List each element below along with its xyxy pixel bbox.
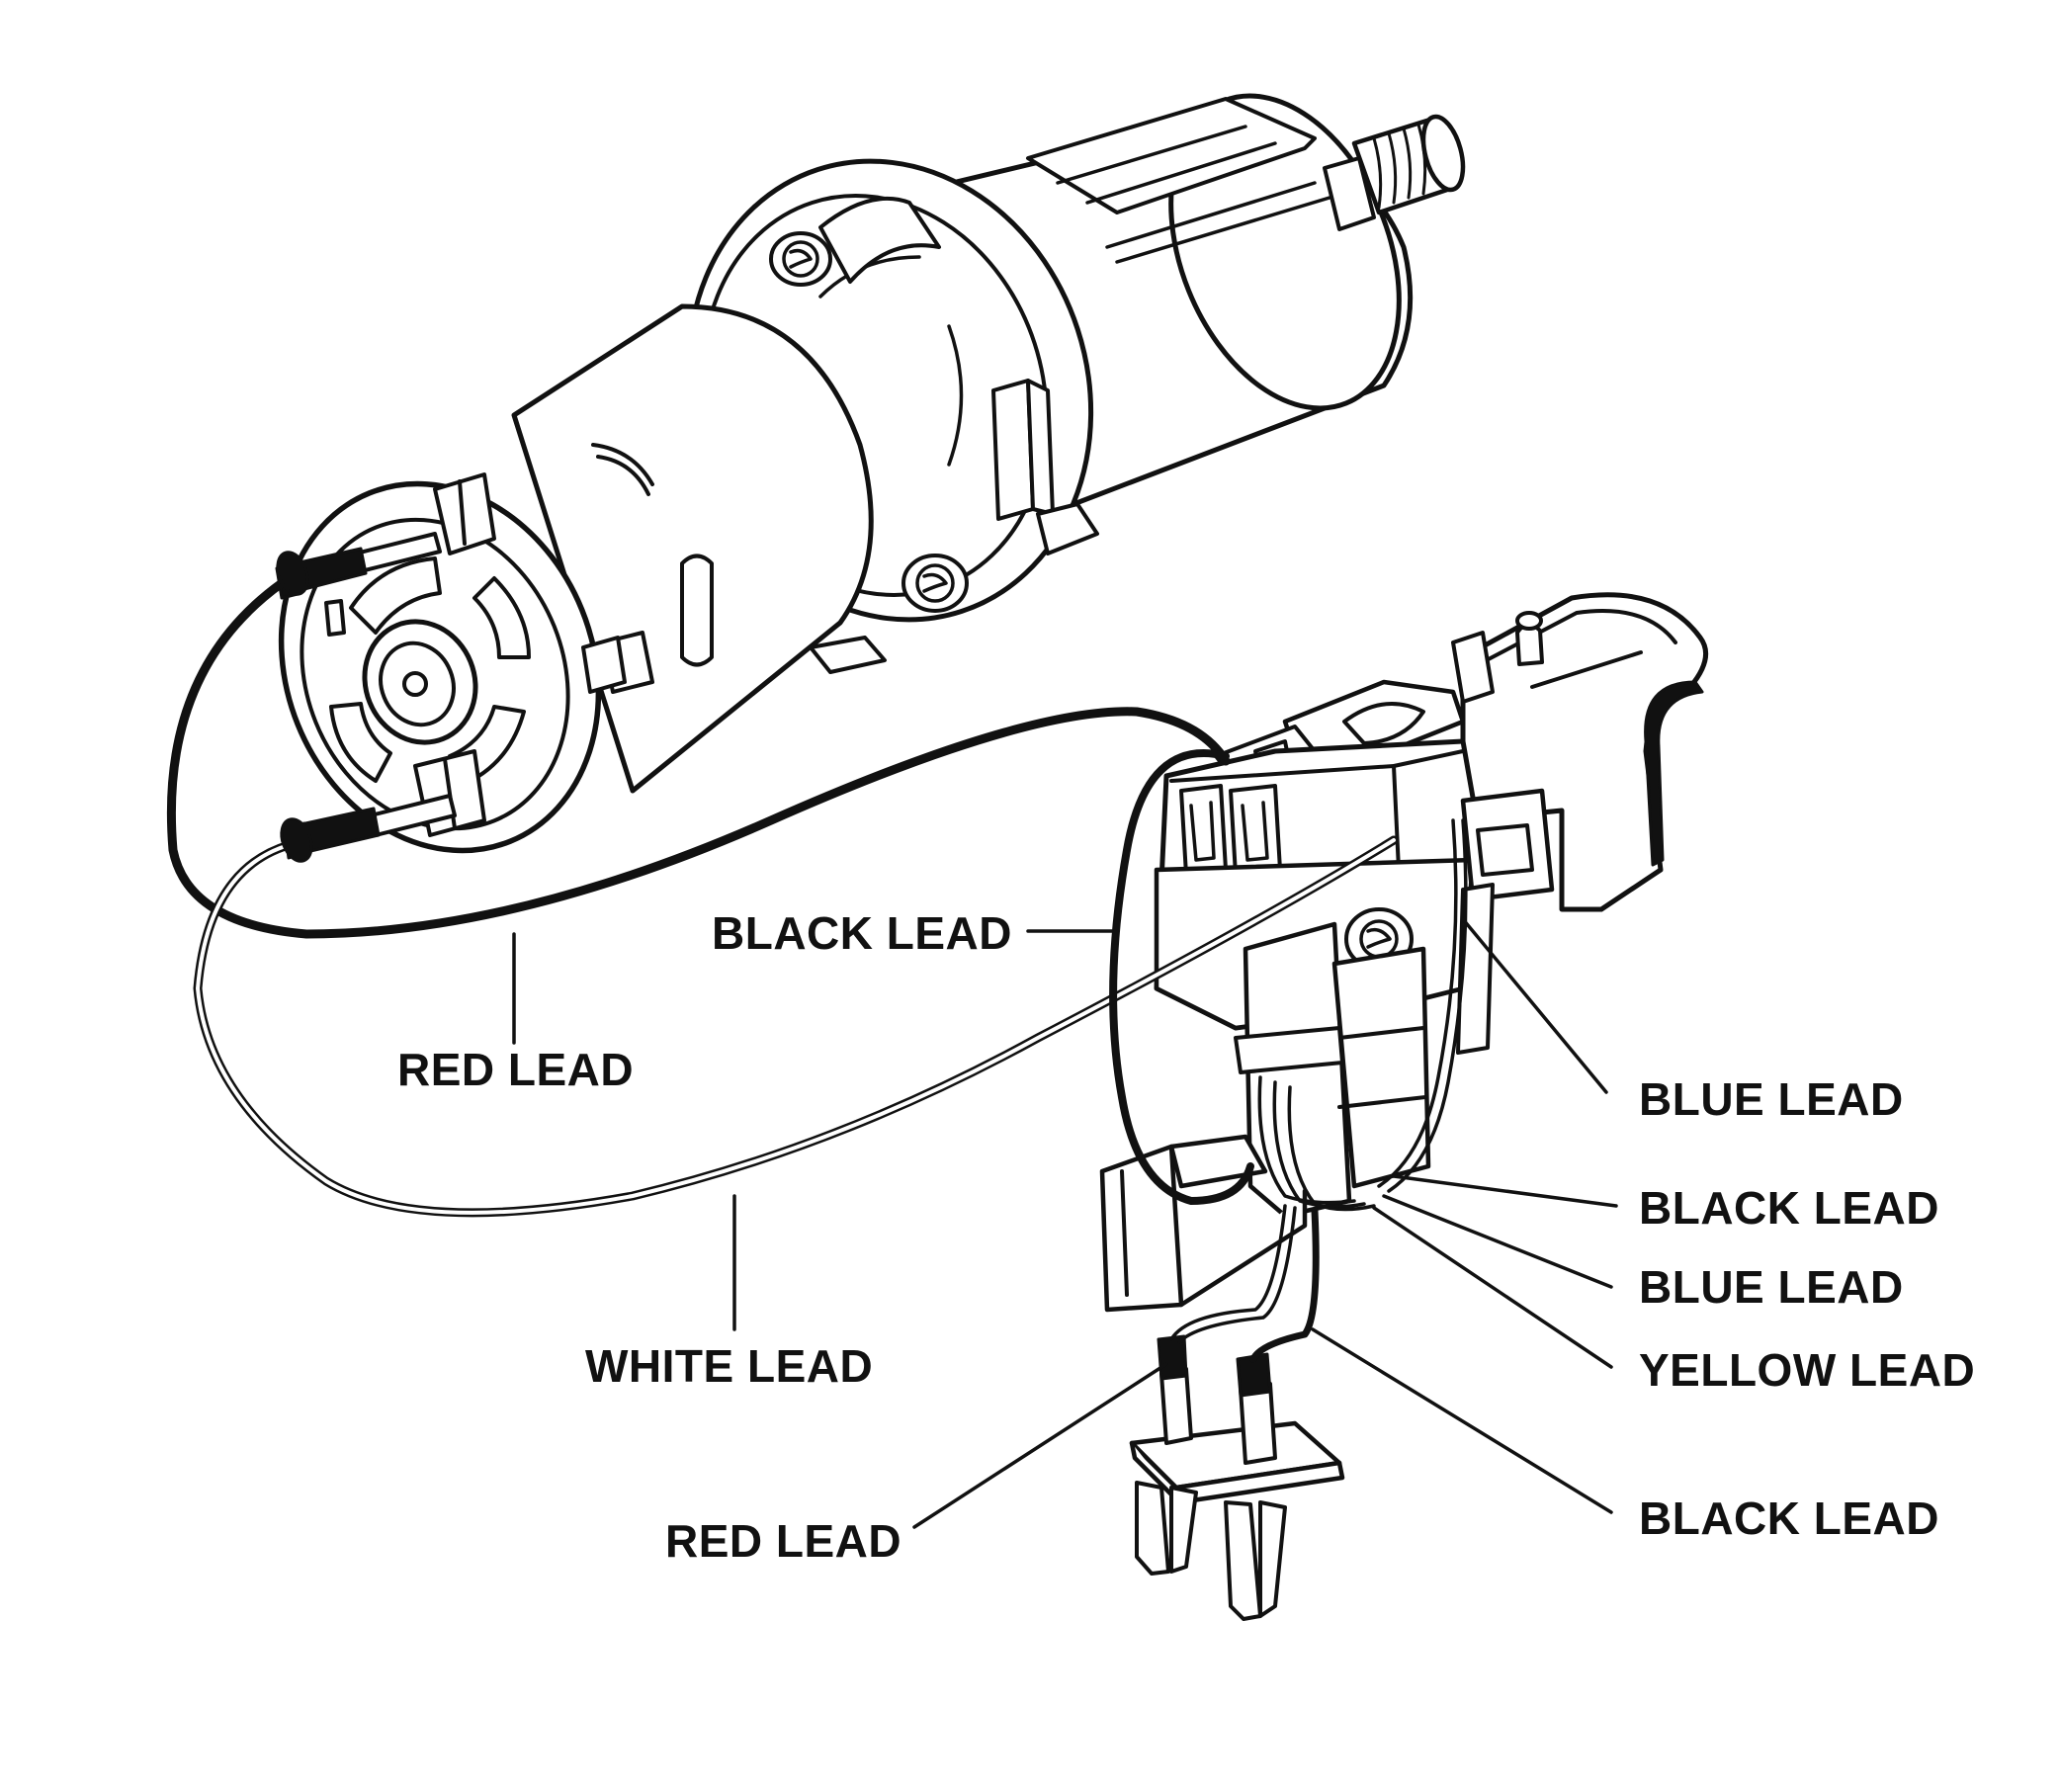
label-blue-lead-upper: BLUE LEAD [1639,1073,1904,1125]
label-black-lead-left: BLACK LEAD [712,907,1012,959]
wire-black-lead-loop [1109,749,1254,1205]
leader-red-lead-bottom [912,1362,1168,1529]
leader-blue-lead-upper [1461,917,1608,1094]
wiring [166,551,1468,1363]
leader-blue-lead-lower [1382,1194,1613,1289]
wire-blue-lead-upper-2 [1387,818,1468,1193]
wire-red-lead-battery-2 [1177,1206,1297,1344]
switch-assembly [1099,592,1709,1621]
leader-black-lead-bottom [1311,1327,1613,1514]
leader-yellow-lead [1372,1206,1613,1369]
output-spindle [1323,114,1466,231]
label-black-lead-bottom: BLACK LEAD [1639,1493,1939,1544]
wire-bundle-3 [1287,1085,1376,1212]
label-red-lead-bottom: RED LEAD [665,1515,901,1567]
wire-bundle-1 [1257,1075,1356,1205]
mount-screw-upper [769,196,941,287]
wire-red-lead-battery [1169,1204,1287,1341]
wire-black-lead-battery [1249,1207,1320,1363]
trigger-housing [1451,592,1709,912]
mount-screw-lower [901,554,969,613]
label-red-lead-left: RED LEAD [397,1044,634,1095]
battery-terminal-block [1129,1334,1345,1621]
wire-white-lead-inner [195,838,1396,1215]
switch-body [1154,738,1555,1219]
leader-black-lead-upper [1392,1174,1618,1208]
wire-bundle-2 [1272,1080,1366,1209]
label-yellow-lead: YELLOW LEAD [1639,1344,1975,1396]
leader-lines [512,917,1618,1529]
label-blue-lead-lower: BLUE LEAD [1639,1261,1904,1313]
label-black-lead-upper: BLACK LEAD [1639,1182,1939,1234]
label-white-lead: WHITE LEAD [585,1340,873,1392]
motor-assembly [275,93,1466,860]
wire-blue-lead-upper [1377,818,1458,1188]
wire-black-lead-motor [166,578,1231,939]
callout-labels: BLACK LEAD RED LEAD WHITE LEAD RED LEAD … [397,907,1975,1567]
